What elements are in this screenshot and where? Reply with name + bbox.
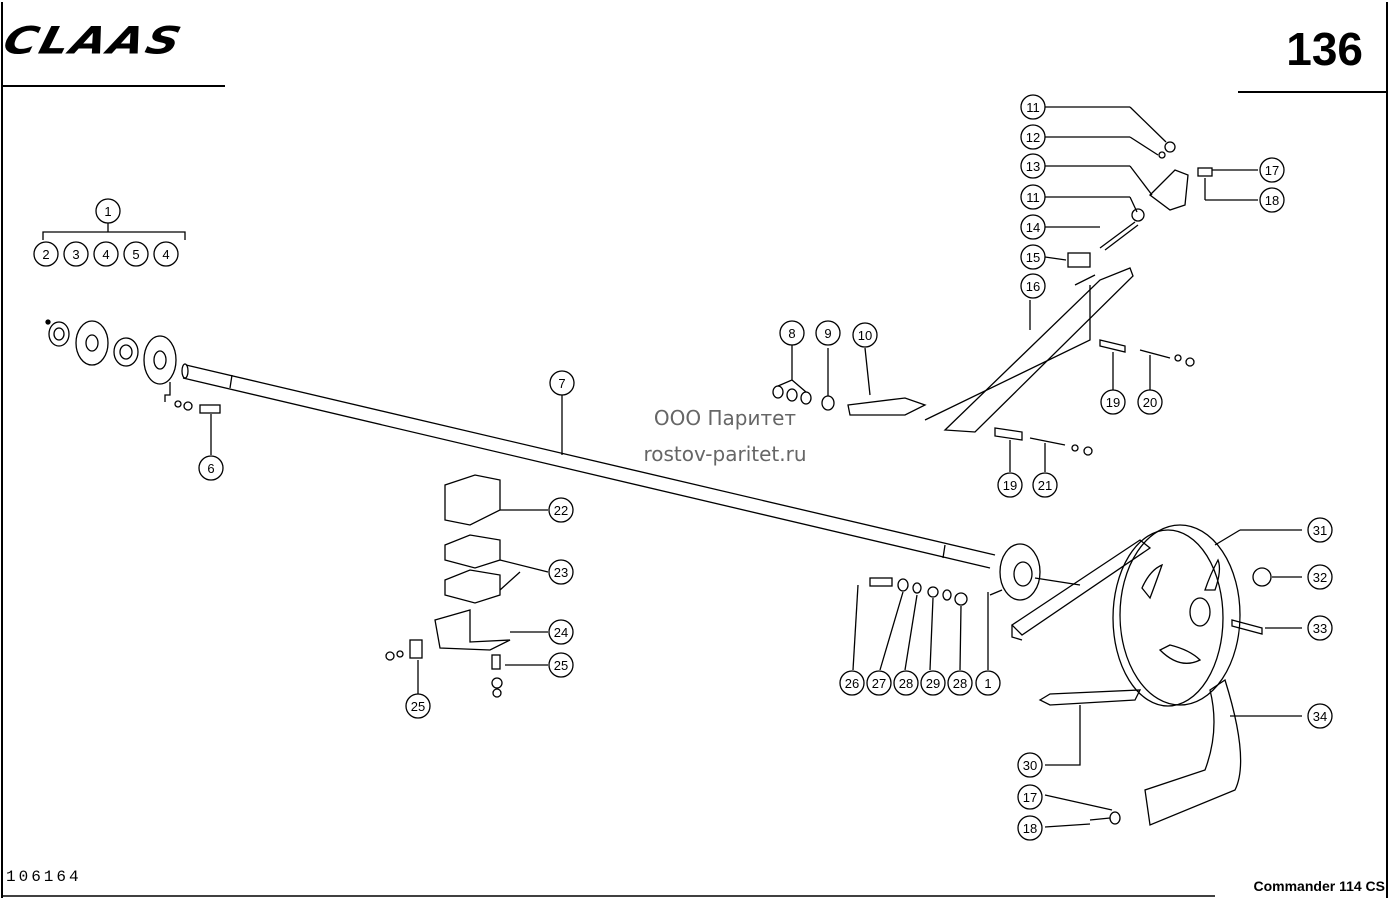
callout-c18a: 18	[1259, 187, 1285, 213]
callout-c16: 16	[1020, 273, 1046, 299]
callout-c18b: 18	[1017, 815, 1043, 841]
group-bracket	[42, 231, 186, 240]
callout-c24: 24	[548, 619, 574, 645]
callout-c17a: 17	[1259, 157, 1285, 183]
svg-text:6: 6	[207, 461, 214, 476]
svg-text:30: 30	[1023, 758, 1037, 773]
svg-text:34: 34	[1313, 709, 1327, 724]
svg-text:32: 32	[1313, 570, 1327, 585]
svg-text:11: 11	[1026, 190, 1040, 205]
callout-c31: 31	[1307, 517, 1333, 543]
callout-c10: 10	[852, 322, 878, 348]
svg-text:25: 25	[411, 699, 425, 714]
callout-c7: 7	[549, 370, 575, 396]
svg-text:4: 4	[162, 247, 169, 262]
svg-text:16: 16	[1026, 279, 1040, 294]
svg-text:1: 1	[984, 676, 991, 691]
callout-c8: 8	[779, 320, 805, 346]
svg-text:5: 5	[132, 247, 139, 262]
svg-text:10: 10	[858, 328, 872, 343]
callout-c15: 15	[1020, 244, 1046, 270]
svg-text:2: 2	[42, 247, 49, 262]
svg-text:11: 11	[1026, 100, 1040, 115]
callout-c1a: 1	[95, 198, 121, 224]
svg-text:26: 26	[845, 676, 859, 691]
callout-c25a: 25	[548, 652, 574, 678]
svg-text:17: 17	[1023, 790, 1037, 805]
svg-text:8: 8	[788, 326, 795, 341]
svg-text:23: 23	[554, 565, 568, 580]
callout-c29: 29	[920, 670, 946, 696]
svg-text:28: 28	[953, 676, 967, 691]
callout-c23: 23	[548, 559, 574, 585]
svg-text:28: 28	[899, 676, 913, 691]
svg-text:18: 18	[1265, 193, 1279, 208]
callout-c4b: 4	[153, 241, 179, 267]
watermark-company: ООО Паритет	[653, 406, 797, 430]
watermark: ООО Паритет rostov-paritet.ru	[560, 400, 890, 472]
svg-text:13: 13	[1026, 159, 1040, 174]
svg-text:33: 33	[1313, 621, 1327, 636]
svg-text:19: 19	[1106, 395, 1120, 410]
callout-c6: 6	[198, 455, 224, 481]
callout-c19b: 19	[997, 472, 1023, 498]
svg-text:31: 31	[1313, 523, 1327, 538]
callout-c17b: 17	[1017, 784, 1043, 810]
drawing-number: 106164	[6, 868, 82, 886]
parts-artwork	[42, 106, 1302, 828]
callout-c1b: 1	[975, 670, 1001, 696]
watermark-site: rostov-paritet.ru	[643, 442, 807, 466]
callout-c28a: 28	[893, 670, 919, 696]
callout-c27: 27	[866, 670, 892, 696]
svg-text:22: 22	[554, 503, 568, 518]
callout-c30: 30	[1017, 752, 1043, 778]
callout-c32: 32	[1307, 564, 1333, 590]
model-name: Commander 114 CS	[1253, 878, 1386, 894]
callout-c14: 14	[1020, 214, 1046, 240]
svg-text:14: 14	[1026, 220, 1040, 235]
callout-c21: 21	[1032, 472, 1058, 498]
callout-c33: 33	[1307, 615, 1333, 641]
callout-c34: 34	[1307, 703, 1333, 729]
svg-text:4: 4	[102, 247, 109, 262]
callout-c12: 12	[1020, 124, 1046, 150]
callout-c28b: 28	[947, 670, 973, 696]
svg-text:1: 1	[104, 204, 111, 219]
page-number: 136	[1286, 23, 1363, 75]
svg-text:7: 7	[558, 376, 565, 391]
svg-text:12: 12	[1026, 130, 1040, 145]
callout-c11b: 11	[1020, 184, 1046, 210]
callout-c2: 2	[33, 241, 59, 267]
callout-c9: 9	[815, 320, 841, 346]
svg-text:27: 27	[872, 676, 886, 691]
callout-c26: 26	[839, 670, 865, 696]
svg-text:18: 18	[1023, 821, 1037, 836]
svg-text:29: 29	[926, 676, 940, 691]
svg-text:21: 21	[1038, 478, 1052, 493]
callout-c5: 5	[123, 241, 149, 267]
svg-text:25: 25	[554, 658, 568, 673]
callout-c20: 20	[1137, 389, 1163, 415]
callout-c3: 3	[63, 241, 89, 267]
callout-bubbles: 1 2 3 4 5 4 6 7 8 9 10 11 12 13 11 14 15…	[33, 94, 1333, 841]
svg-text:24: 24	[554, 625, 568, 640]
svg-text:17: 17	[1265, 163, 1279, 178]
svg-text:20: 20	[1143, 395, 1157, 410]
callout-c13: 13	[1020, 153, 1046, 179]
svg-text:9: 9	[824, 326, 831, 341]
svg-text:19: 19	[1003, 478, 1017, 493]
callout-c11a: 11	[1020, 94, 1046, 120]
callout-c22: 22	[548, 497, 574, 523]
callout-c19a: 19	[1100, 389, 1126, 415]
svg-text:3: 3	[72, 247, 79, 262]
svg-text:15: 15	[1026, 250, 1040, 265]
callout-c25b: 25	[405, 693, 431, 719]
callout-c4a: 4	[93, 241, 119, 267]
